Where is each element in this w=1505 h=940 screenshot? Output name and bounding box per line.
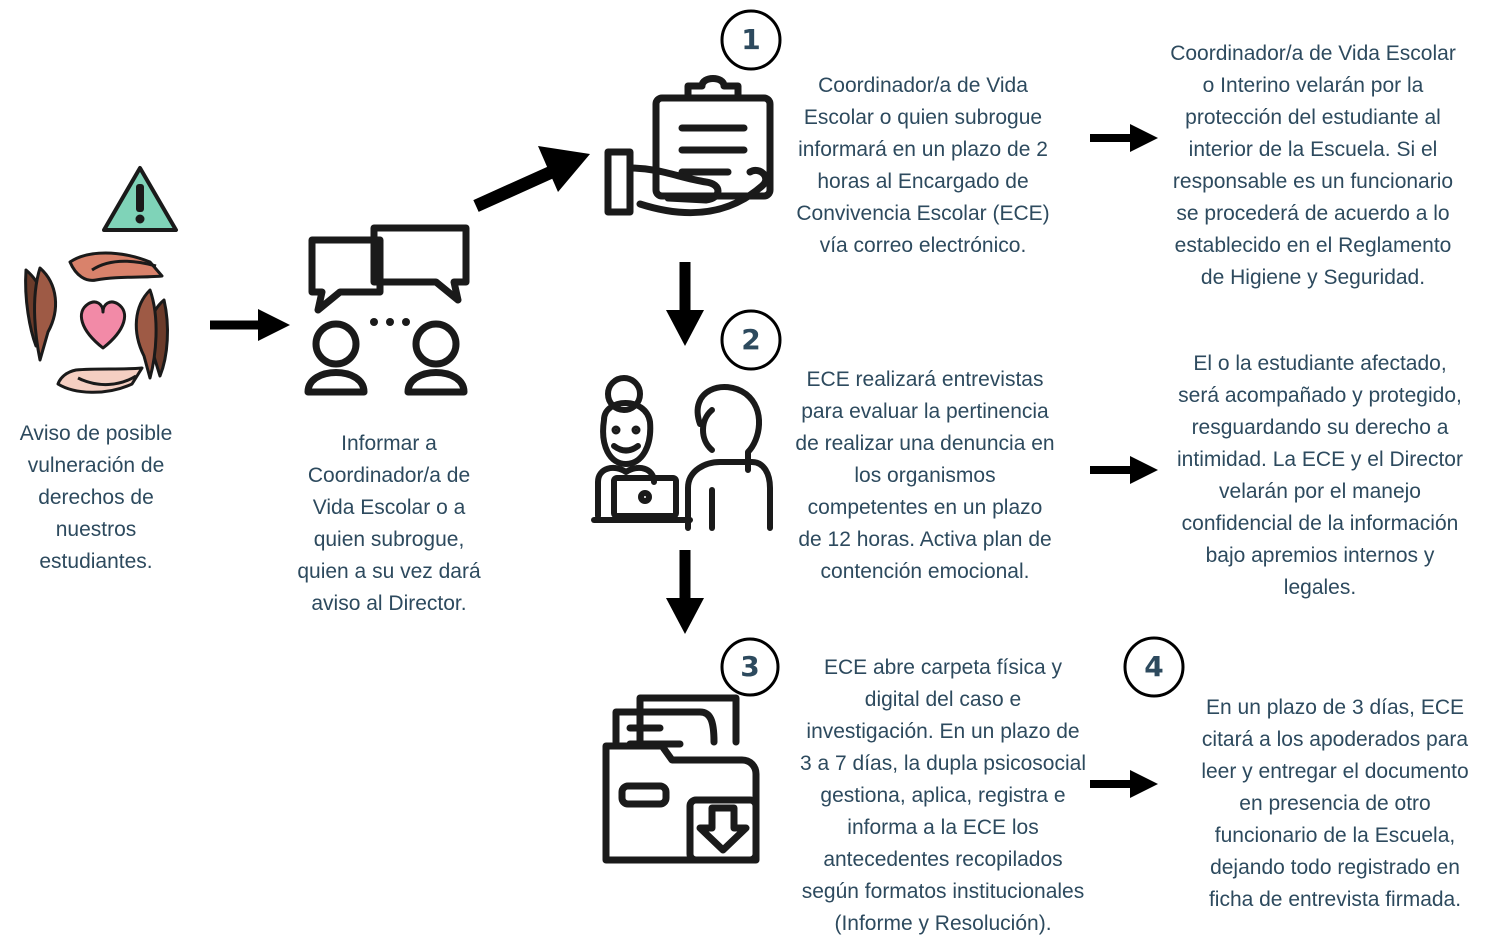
alert-text: Aviso de posible vulneración de derechos… <box>19 422 173 573</box>
step1-result-text: Coordinador/a de Vida Escolar o Interino… <box>1170 42 1456 289</box>
step2-text: ECE realizará entrevistas para evaluar l… <box>795 368 1055 583</box>
step4-number: 4 <box>1144 650 1164 683</box>
clipboard-hand-icon <box>604 75 774 217</box>
arrow-step3-to-step4 <box>1090 770 1158 798</box>
interview-icon <box>591 375 773 531</box>
step2-number: 2 <box>741 323 761 356</box>
step4-text: En un plazo de 3 días, ECE citará a los … <box>1201 696 1469 911</box>
step3-text: ECE abre carpeta física y digital del ca… <box>799 656 1086 935</box>
inform-text: Informar a Coordinador/a de Vida Escolar… <box>297 432 481 615</box>
arrow-step2-to-result <box>1090 456 1158 484</box>
arrow-step1-to-step2 <box>666 262 704 346</box>
warning-triangle-icon <box>102 166 178 232</box>
arrow-step2-to-step3 <box>666 550 704 634</box>
step1-number-circle <box>720 9 782 71</box>
step3-number: 3 <box>740 650 760 683</box>
step2-number-circle <box>720 309 782 371</box>
step2-result-text: El o la estudiante afectado, será acompa… <box>1177 352 1463 599</box>
step3-number-circle <box>720 637 780 697</box>
conversation-people-icon <box>304 224 470 396</box>
folder-download-icon <box>602 694 760 864</box>
step1-text: Coordinador/a de Vida Escolar o quien su… <box>796 74 1050 257</box>
step1-number: 1 <box>741 23 761 56</box>
arrow-alert-to-inform <box>210 309 290 341</box>
step4-number-circle <box>1123 636 1185 698</box>
arrow-step1-to-result <box>1090 124 1158 152</box>
arrow-inform-to-step1 <box>473 146 590 212</box>
caring-hands-heart-icon <box>24 251 169 394</box>
